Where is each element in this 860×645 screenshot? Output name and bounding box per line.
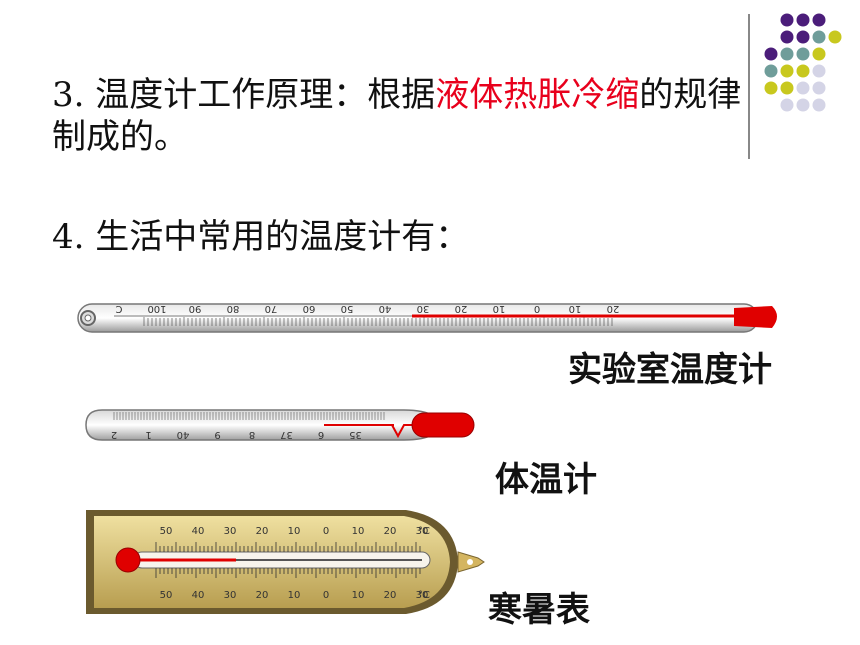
lab-thermometer-label: 实验室温度计 xyxy=(568,350,772,390)
decor-dot xyxy=(796,98,810,112)
wall-scale-label-top: 40 xyxy=(192,526,205,537)
wall-scale-label-top: 20 xyxy=(256,526,269,537)
point-3-suffix: 的规律制成的。 xyxy=(52,75,742,157)
lab-scale-label: 60 xyxy=(303,303,316,314)
clinical-scale-label: 6 xyxy=(318,429,324,440)
lab-scale-label: 10 xyxy=(569,303,582,314)
lab-scale-label: 50 xyxy=(341,303,354,314)
lab-scale-label: 20 xyxy=(607,303,620,314)
decor-dot xyxy=(812,13,826,27)
decor-dot xyxy=(780,13,794,27)
decor-dot xyxy=(780,98,794,112)
decor-dot xyxy=(796,13,810,27)
clinical-scale-label: 9 xyxy=(214,429,220,440)
wall-scale-label-top: 30 xyxy=(224,526,237,537)
wall-scale-label-bottom: 0 xyxy=(323,590,329,601)
clinical-scale-label: 1 xyxy=(145,429,151,440)
decor-dot xyxy=(812,30,826,44)
clinical-scale-label: 40 xyxy=(177,429,190,440)
lab-scale-label: 70 xyxy=(265,303,278,314)
clinical-scale-label: 37 xyxy=(280,429,293,440)
wall-scale-label-top: 10 xyxy=(288,526,301,537)
wall-scale-label-top: 30 xyxy=(416,526,429,537)
lab-scale-label: 10 xyxy=(493,303,506,314)
decor-dot xyxy=(764,64,778,78)
lab-scale-label: 90 xyxy=(189,303,202,314)
wall-scale-label-bottom: 20 xyxy=(256,590,269,601)
lab-scale-label: 0 xyxy=(534,303,540,314)
decor-dot xyxy=(812,64,826,78)
divider-line xyxy=(748,14,750,159)
wall-scale-label-bottom: 30 xyxy=(416,590,429,601)
wall-unit-label: °C xyxy=(418,590,430,601)
decor-dot xyxy=(796,30,810,44)
clinical-scale-label: 8 xyxy=(249,429,255,440)
point-3-highlight: 液体热胀冷缩 xyxy=(435,75,640,115)
wall-scale-label-bottom: 50 xyxy=(160,590,173,601)
decor-dot xyxy=(796,64,810,78)
decor-dot xyxy=(780,30,794,44)
decor-dot xyxy=(796,81,810,95)
clinical-scale-label: 2 xyxy=(111,429,117,440)
wall-scale-label-top: 10 xyxy=(352,526,365,537)
clinical-thermometer-image: 2 1 40 9 8 37 6 35 xyxy=(85,409,475,441)
decor-dot xyxy=(780,81,794,95)
point-3-prefix: 3. 温度计工作原理：根据 xyxy=(52,75,436,115)
wall-scale-label-top: 50 xyxy=(160,526,173,537)
decor-dot xyxy=(796,47,810,61)
decorative-dot-grid xyxy=(764,13,842,112)
decor-dot xyxy=(780,64,794,78)
decor-dot xyxy=(812,81,826,95)
lab-scale-label: 30 xyxy=(417,303,430,314)
wall-scale-label-bottom: 40 xyxy=(192,590,205,601)
lab-scale-label: 40 xyxy=(379,303,392,314)
wall-scale-label-bottom: 20 xyxy=(384,590,397,601)
decor-dot xyxy=(764,47,778,61)
lab-scale-label: 80 xyxy=(227,303,240,314)
wall-scale-label-top: 20 xyxy=(384,526,397,537)
wall-thermometer-label: 寒暑表 xyxy=(488,590,590,630)
clinical-scale-label: 35 xyxy=(349,429,362,440)
point-4-text: 4. 生活中常用的温度计有： xyxy=(52,217,470,257)
lab-scale-label: 20 xyxy=(455,303,468,314)
lab-scale-label: C xyxy=(115,303,122,314)
decor-dot xyxy=(780,47,794,61)
decor-dot xyxy=(764,81,778,95)
point-3-text: 3. 温度计工作原理：根据液体热胀冷缩的规律制成的。 xyxy=(52,74,752,158)
decor-dot xyxy=(828,30,842,44)
wall-scale-label-top: 0 xyxy=(323,526,329,537)
lab-scale-label: 100 xyxy=(147,303,166,314)
decor-dot xyxy=(812,98,826,112)
decor-dot xyxy=(812,47,826,61)
wall-scale-label-bottom: 30 xyxy=(224,590,237,601)
wall-scale-label-bottom: 10 xyxy=(352,590,365,601)
wall-unit-label: °C xyxy=(418,526,430,537)
clinical-thermometer-label: 体温计 xyxy=(495,460,597,500)
wall-scale-label-bottom: 10 xyxy=(288,590,301,601)
